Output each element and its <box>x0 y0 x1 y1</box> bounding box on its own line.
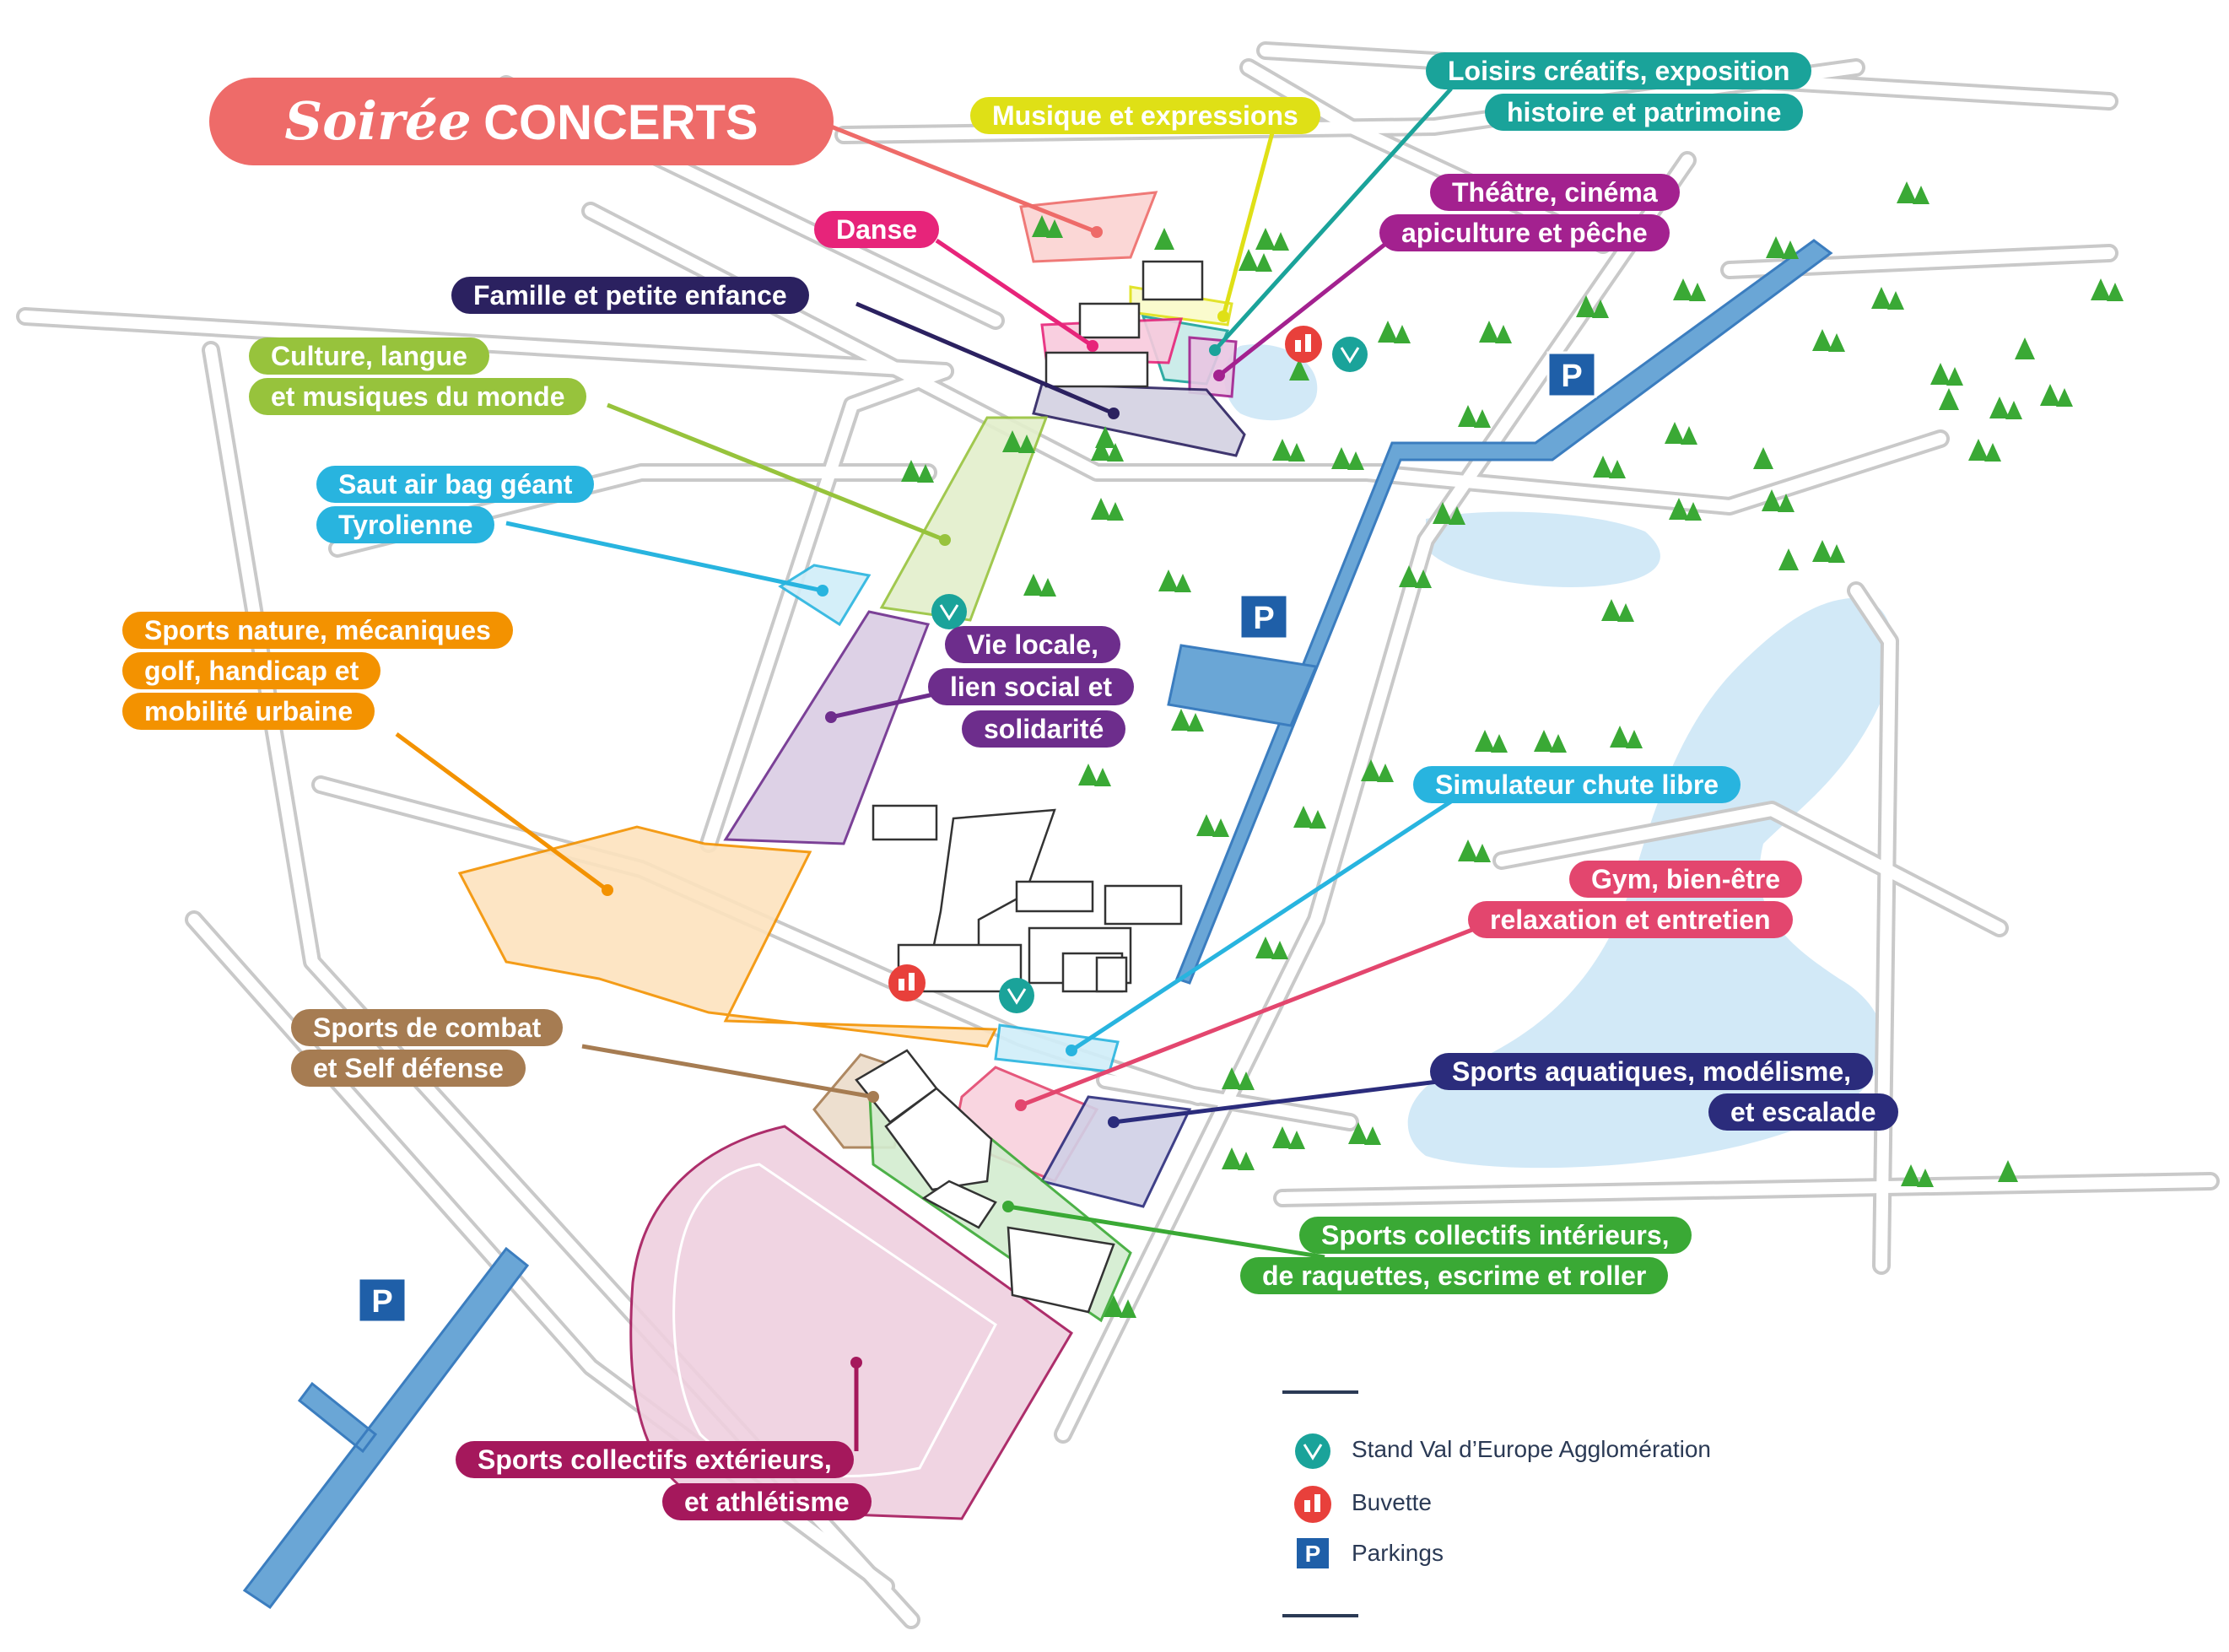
svg-text:P: P <box>1253 601 1274 636</box>
legend-stand-label: Stand Val d’Europe Agglomération <box>1352 1436 1711 1462</box>
label-famille: Famille et petite enfance <box>451 277 809 314</box>
label-combat-2: et Self défense <box>291 1050 526 1087</box>
lake-east <box>1426 511 1660 587</box>
parking-middle <box>1167 644 1319 727</box>
svg-text:P: P <box>1561 359 1582 394</box>
trees <box>901 181 2124 1318</box>
parking-sign: P <box>357 1277 407 1324</box>
legend-stand-icon <box>1295 1433 1330 1469</box>
legend-parking-icon: P <box>1295 1536 1330 1570</box>
buvette-icon <box>888 964 926 1001</box>
label-vielocale-1: Vie locale, <box>945 626 1120 663</box>
parking-sign: P <box>1546 351 1597 398</box>
leader-lines <box>395 87 1477 1451</box>
label-vielocale-3: solidarité <box>962 710 1126 748</box>
stand-icon <box>1332 337 1368 372</box>
stand-icon <box>999 978 1034 1013</box>
label-collectifsext-2: et athlétisme <box>662 1483 872 1520</box>
stand-icon <box>931 594 967 629</box>
legend-buvette-icon <box>1294 1486 1331 1523</box>
buildings <box>855 260 1204 1314</box>
legend-buvette-label: Buvette <box>1352 1489 1432 1515</box>
label-culture-2: et musiques du monde <box>249 378 587 415</box>
buvette-icon <box>1285 326 1322 363</box>
label-sportsnature-1: Sports nature, mécaniques <box>122 612 513 649</box>
soiree-concerts-title: Soirée CONCERTS <box>209 78 834 165</box>
label-sportsnature-2: golf, handicap et <box>122 652 381 689</box>
title-main: CONCERTS <box>483 95 758 150</box>
label-vielocale-2: lien social et <box>928 668 1135 705</box>
zone-vie-locale <box>723 610 931 845</box>
lake-north <box>1224 344 1318 421</box>
label-collectifsint-1: Sports collectifs intérieurs, <box>1299 1217 1692 1254</box>
zone-culture <box>879 416 1049 622</box>
zone-aquatiques <box>1039 1095 1192 1208</box>
label-sportsnature-3: mobilité urbaine <box>122 693 375 730</box>
svg-text:P: P <box>371 1284 392 1320</box>
label-theatre-1: Théâtre, cinéma <box>1430 174 1680 211</box>
label-saut-2: Tyrolienne <box>316 506 495 543</box>
label-collectifsint-2: de raquettes, escrime et roller <box>1240 1257 1669 1294</box>
label-musique: Musique et expressions <box>970 97 1320 134</box>
label-gym-1: Gym, bien-être <box>1569 861 1803 898</box>
label-gym-2: relaxation et entretien <box>1468 901 1793 938</box>
parking-southwest <box>242 1246 530 1610</box>
label-culture-1: Culture, langue <box>249 337 489 375</box>
parking-east-road <box>1175 239 1833 985</box>
label-saut-1: Saut air bag géant <box>316 466 595 503</box>
label-combat-1: Sports de combat <box>291 1009 564 1046</box>
svg-text:P: P <box>1305 1541 1321 1567</box>
label-aquatiques-2: et escalade <box>1708 1093 1898 1131</box>
label-theatre-2: apiculture et pêche <box>1379 214 1670 251</box>
label-danse: Danse <box>814 211 940 248</box>
label-simulateur: Simulateur chute libre <box>1413 766 1741 803</box>
label-loisirs-2: histoire et patrimoine <box>1485 94 1804 131</box>
parking-sign: P <box>1239 593 1289 640</box>
label-collectifsext-1: Sports collectifs extérieurs, <box>456 1441 854 1478</box>
road-inner <box>19 45 2216 1626</box>
zone-dots <box>602 226 1229 1369</box>
label-loisirs-1: Loisirs créatifs, exposition <box>1426 52 1812 89</box>
label-aquatiques-1: Sports aquatiques, modélisme, <box>1430 1053 1873 1090</box>
title-script: Soirée <box>284 90 472 152</box>
legend-parking-label: Parkings <box>1352 1540 1444 1566</box>
zone-theatre <box>1188 336 1238 398</box>
